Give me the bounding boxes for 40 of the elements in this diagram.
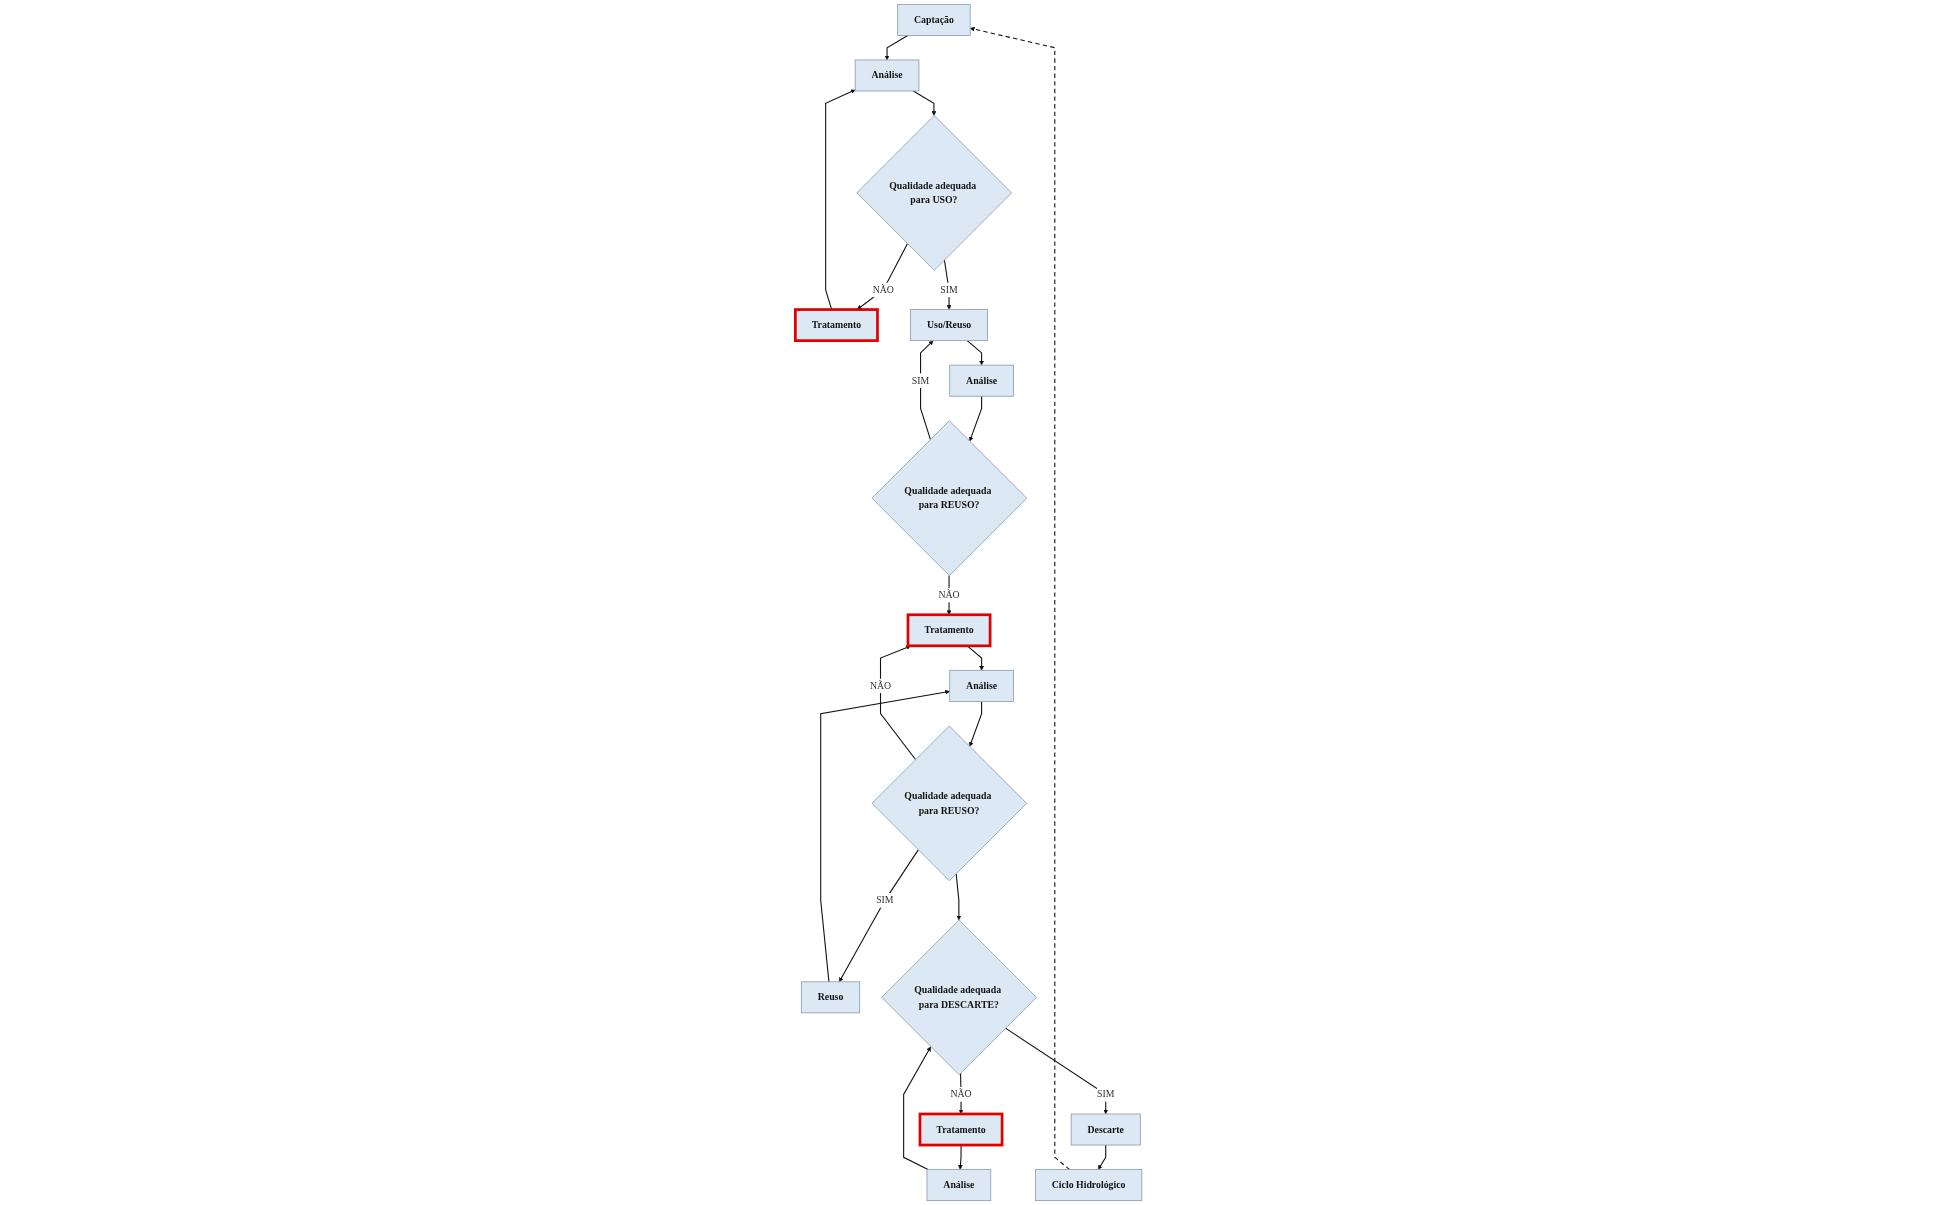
edge-label: SIM xyxy=(911,374,930,386)
edge-label: NÃO xyxy=(950,1088,972,1100)
node-box: Análise xyxy=(854,59,920,92)
node-diamond: Qualidade adequada para REUSO? xyxy=(871,725,1028,882)
arrow xyxy=(968,395,983,442)
node-box: Análise xyxy=(949,364,1014,397)
arrow xyxy=(879,645,916,760)
node-box: Tratamento xyxy=(793,308,879,342)
arrow xyxy=(856,243,908,310)
edge-label: SIM xyxy=(940,284,958,296)
node-diamond: Qualidade adequada para USO? xyxy=(856,115,1012,271)
edge-label: SIM xyxy=(876,894,894,906)
arrow xyxy=(903,1046,931,1171)
edge-label: NÃO xyxy=(872,284,894,296)
node-box: Ciclo Hidrológico xyxy=(1034,1169,1143,1202)
arrow xyxy=(820,689,950,983)
arrow xyxy=(968,700,983,747)
node-box: Reuso xyxy=(800,981,860,1014)
node-box: Uso/Reuso xyxy=(910,309,988,342)
node-box: Tratamento xyxy=(906,613,992,648)
node-diamond: Qualidade adequada para REUSO? xyxy=(871,420,1028,576)
arrow xyxy=(919,340,934,440)
node-box: Descarte xyxy=(1070,1113,1141,1146)
arrow xyxy=(969,26,1071,1171)
node-box: Análise xyxy=(926,1169,992,1202)
node-box: Análise xyxy=(949,669,1014,702)
arrow xyxy=(838,849,919,983)
arrow xyxy=(912,90,937,116)
node-diamond: Qualidade adequada para DESCARTE? xyxy=(881,919,1037,1076)
node-box: Tratamento xyxy=(918,1112,1004,1147)
edge-label: NÃO xyxy=(938,589,960,601)
arrow xyxy=(1097,1144,1107,1170)
arrow xyxy=(884,34,909,61)
node-box: Captação xyxy=(897,3,971,36)
arrow xyxy=(966,340,984,366)
arrow xyxy=(955,873,962,921)
edge-label: SIM xyxy=(1096,1088,1115,1100)
arrow xyxy=(966,645,984,671)
arrow xyxy=(1004,1027,1109,1115)
edge-label: NÃO xyxy=(869,680,892,692)
